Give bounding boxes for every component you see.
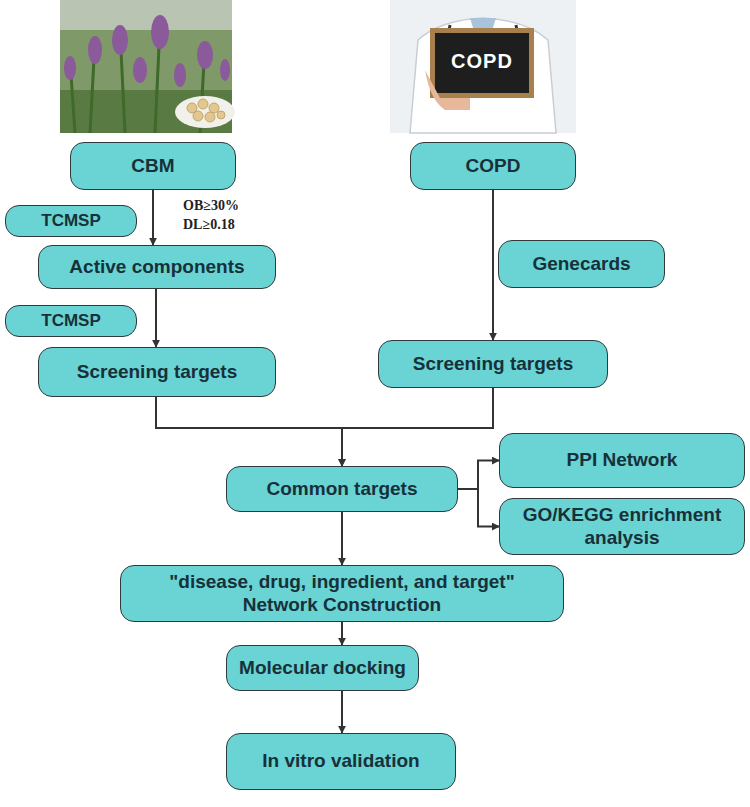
board-text: COPD <box>451 50 513 73</box>
process-box: TCMSP <box>5 205 137 237</box>
herb-photo <box>60 0 235 133</box>
flow-arrow <box>458 489 499 527</box>
flow-arrow <box>155 289 157 347</box>
process-box: Common targets <box>226 466 458 512</box>
box-label: In vitro validation <box>262 750 419 773</box>
flow-arrow <box>342 388 493 466</box>
box-label: Molecular docking <box>239 657 406 680</box>
flow-arrow <box>156 397 342 466</box>
box-label: CBM <box>131 155 174 178</box>
box-label: TCMSP <box>41 311 101 331</box>
box-label: PPI Network <box>567 449 678 472</box>
process-box: Screening targets <box>378 340 608 388</box>
flow-arrow <box>458 461 499 490</box>
box-label: Common targets <box>267 478 418 501</box>
filter-criterion: DL≥0.18 <box>183 217 235 233</box>
process-box: "disease, drug, ingredient, and target" … <box>120 565 564 622</box>
process-box: GO/KEGG enrichment analysis <box>499 498 745 555</box>
flow-arrow <box>341 691 343 733</box>
box-label: "disease, drug, ingredient, and target" … <box>131 571 553 617</box>
filter-criterion: OB≥30% <box>183 198 239 214</box>
process-box: Active components <box>38 245 276 289</box>
process-box: COPD <box>410 142 576 190</box>
flow-arrow <box>492 190 494 340</box>
box-label: GO/KEGG enrichment analysis <box>510 504 734 550</box>
flow-arrow <box>341 512 343 565</box>
process-box: PPI Network <box>499 433 745 488</box>
box-label: Screening targets <box>413 353 574 376</box>
box-label: TCMSP <box>41 211 101 231</box>
process-box: TCMSP <box>5 305 137 337</box>
flow-arrow <box>341 622 343 645</box>
doctor-photo <box>390 0 576 133</box>
process-box: CBM <box>70 142 236 190</box>
process-box: Molecular docking <box>226 645 419 691</box>
process-box: Screening targets <box>38 347 276 397</box>
process-box: Genecards <box>498 240 665 288</box>
box-label: Active components <box>69 256 244 279</box>
flow-arrow <box>152 190 154 245</box>
box-label: COPD <box>466 155 521 178</box>
process-box: In vitro validation <box>226 733 456 790</box>
box-label: Genecards <box>532 253 630 276</box>
box-label: Screening targets <box>77 361 238 384</box>
